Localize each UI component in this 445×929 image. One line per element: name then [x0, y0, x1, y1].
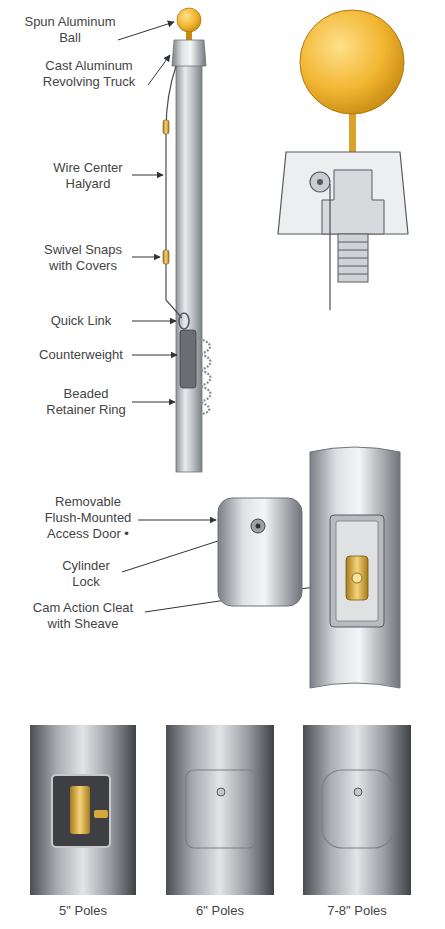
- pole-photo: [166, 725, 274, 895]
- access-door: [218, 498, 302, 606]
- cylinder-lock: [354, 788, 362, 796]
- pole-photo: [303, 725, 411, 895]
- leader-arrow: [132, 321, 176, 322]
- ball: [177, 8, 201, 32]
- quick-link: [179, 313, 189, 329]
- cylinder-lock: [217, 788, 225, 796]
- counterweight: [180, 330, 196, 388]
- truck-detail: [278, 10, 408, 310]
- truck: [172, 40, 206, 66]
- part-label: Wire Center Halyard: [45, 160, 131, 192]
- pole-photo: [30, 725, 136, 895]
- halyard: [329, 184, 330, 310]
- sheave-axle: [317, 179, 323, 185]
- cam-cleat: [346, 556, 368, 600]
- swivel-snap: [163, 250, 169, 264]
- leader-arrow: [132, 257, 160, 258]
- cam-cleat: [70, 786, 90, 834]
- leader-arrow: [132, 355, 177, 356]
- part-label: Counterweight: [30, 347, 132, 363]
- cylinder-lock: [251, 519, 265, 533]
- truck-casting: [278, 152, 408, 234]
- door-opening: [52, 775, 110, 847]
- part-label: Quick Link: [30, 313, 132, 329]
- spindle: [338, 234, 368, 282]
- part-label: Spun Aluminum Ball: [20, 14, 120, 46]
- halyard: [166, 66, 182, 318]
- lock-keyhole: [256, 524, 261, 529]
- cylinder-lock: [94, 810, 108, 818]
- sheave: [310, 172, 330, 192]
- ball-stem: [349, 110, 356, 154]
- leader-arrow: [132, 175, 163, 176]
- swivel-snap: [163, 120, 169, 134]
- beaded-ring: [196, 338, 211, 414]
- sheave: [352, 573, 362, 583]
- photo-caption: 7-8" Poles: [303, 903, 411, 919]
- spindle-thread: [338, 242, 368, 274]
- photo-caption: 6" Poles: [166, 903, 274, 919]
- pole-photos: [30, 725, 411, 895]
- leader-arrow: [118, 22, 174, 40]
- pole-section: [310, 447, 400, 688]
- access-door: [322, 770, 394, 848]
- truck-bearing: [322, 170, 384, 234]
- access-door: [186, 770, 256, 848]
- leader-arrow: [132, 402, 175, 403]
- part-label: Cast Aluminum Revolving Truck: [30, 58, 148, 90]
- door-detail: [218, 447, 400, 688]
- door-opening: [330, 515, 384, 627]
- ball: [300, 10, 404, 114]
- leader-arrow: [138, 520, 216, 521]
- part-label: Cylinder Lock: [50, 558, 122, 590]
- door-recess: [336, 521, 378, 621]
- leader-arrow: [148, 55, 170, 85]
- part-label: Swivel Snaps with Covers: [35, 242, 131, 274]
- part-label: Cam Action Cleat with Sheave: [22, 600, 144, 632]
- photo-caption: 5" Poles: [30, 903, 136, 919]
- pole-shaft: [176, 64, 202, 472]
- part-label: Removable Flush-Mounted Access Door •: [40, 494, 136, 542]
- part-label: Beaded Retainer Ring: [40, 386, 132, 418]
